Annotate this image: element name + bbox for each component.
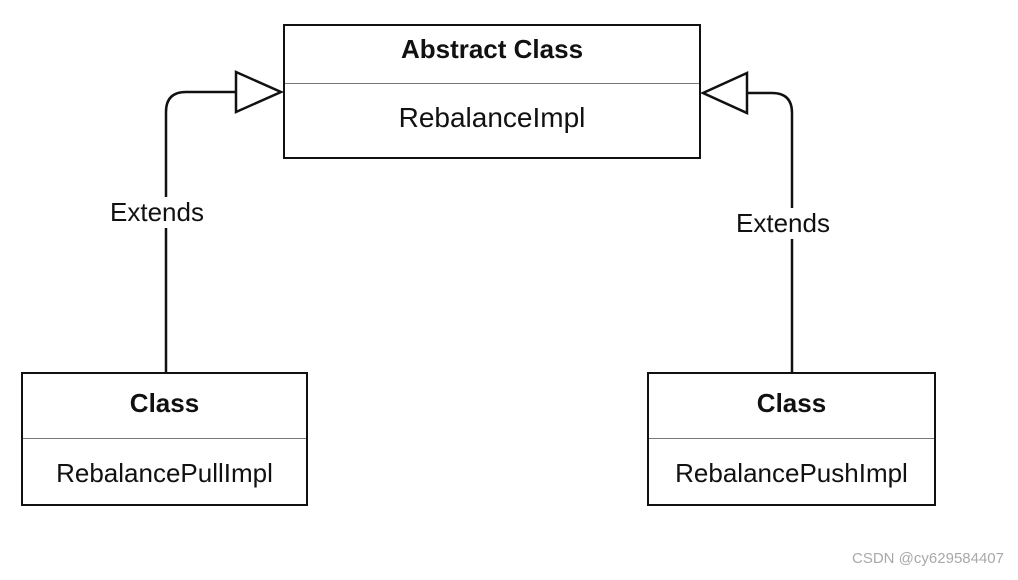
subclass-stereotype: Class	[756, 388, 827, 418]
extends-label-right: Extends	[734, 208, 832, 239]
class-divider	[649, 438, 934, 439]
inheritance-arrowhead-left	[234, 70, 285, 114]
subclass-name: RebalancePushImpl	[675, 458, 908, 488]
class-divider	[23, 438, 306, 439]
extends-label-left: Extends	[108, 197, 206, 228]
subclass-box-pull[interactable]: Class RebalancePullImpl	[21, 372, 308, 506]
abstract-class-stereotype: Abstract Class	[400, 34, 584, 64]
subclass-name: RebalancePullImpl	[56, 458, 273, 488]
extends-edge-left	[164, 70, 285, 372]
inheritance-arrowhead-right	[699, 71, 749, 115]
subclass-stereotype: Class	[129, 388, 200, 418]
watermark: CSDN @cy629584407	[852, 550, 1004, 567]
abstract-class-box[interactable]: Abstract Class RebalanceImpl	[283, 24, 701, 159]
abstract-class-name: RebalanceImpl	[398, 102, 586, 133]
edge-line-right	[747, 91, 794, 372]
edge-line-left	[164, 90, 236, 372]
class-divider	[285, 83, 699, 84]
extends-edge-right	[699, 71, 794, 372]
subclass-box-push[interactable]: Class RebalancePushImpl	[647, 372, 936, 506]
